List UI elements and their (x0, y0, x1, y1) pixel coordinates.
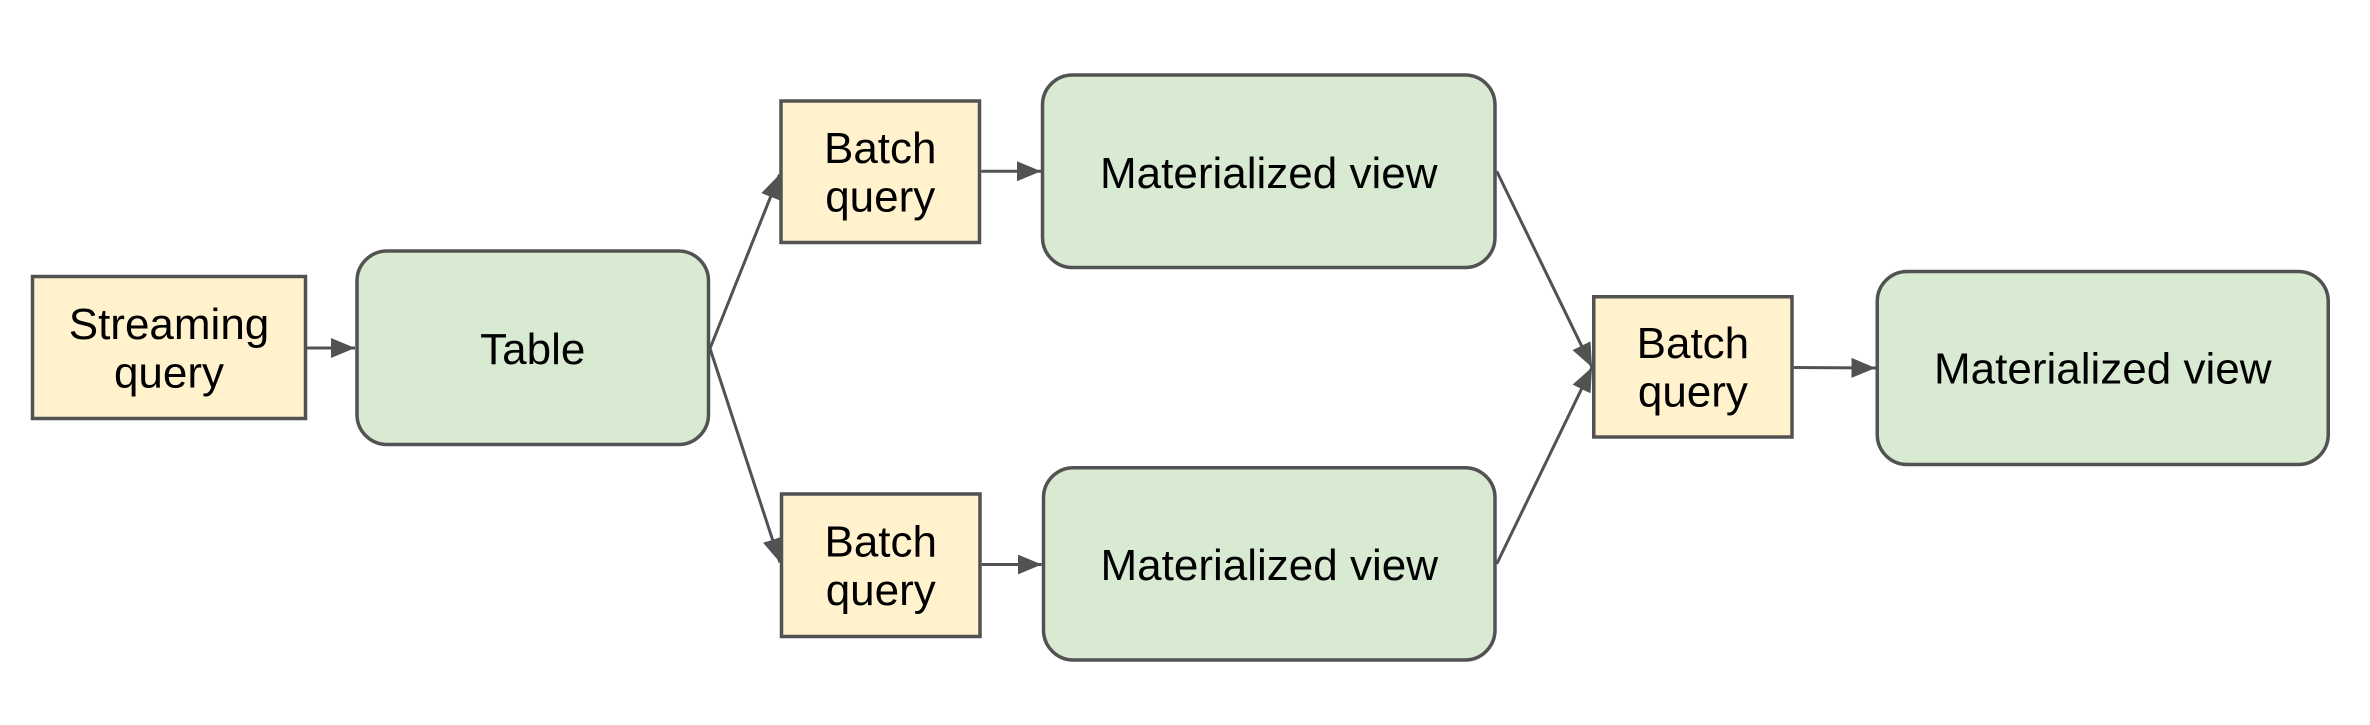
svg-text:Batch: Batch (1637, 319, 1750, 368)
svg-text:query: query (826, 566, 936, 615)
svg-text:Streaming: Streaming (69, 300, 270, 349)
svg-text:Table: Table (480, 325, 585, 374)
svg-text:query: query (825, 173, 935, 222)
svg-text:Batch: Batch (824, 124, 937, 173)
svg-text:query: query (114, 348, 224, 397)
svg-text:Materialized view: Materialized view (1100, 149, 1438, 198)
svg-text:Materialized view: Materialized view (1934, 345, 2272, 394)
svg-text:Batch: Batch (824, 518, 937, 567)
svg-text:query: query (1638, 368, 1748, 417)
svg-text:Materialized view: Materialized view (1101, 541, 1439, 590)
